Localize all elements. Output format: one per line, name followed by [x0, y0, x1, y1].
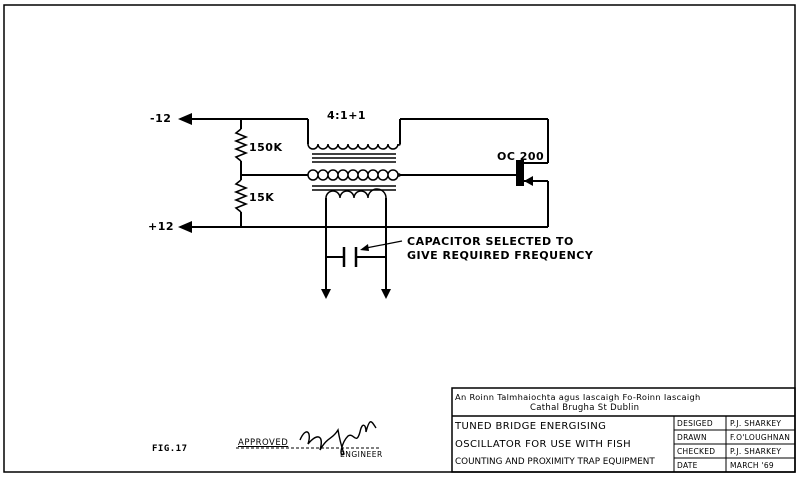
drawn-key: DRAWN: [677, 433, 707, 442]
output-arrow-right: [381, 289, 391, 299]
drawing-title-line3: COUNTING AND PROXIMITY TRAP EQUIPMENT: [455, 457, 655, 467]
transistor-oc200: [516, 160, 536, 186]
figure-number: FIG.17: [152, 444, 188, 454]
date-value: MARCH '69: [730, 461, 775, 470]
lower-winding: [325, 188, 387, 199]
approved-label: APPROVED: [238, 438, 289, 448]
circuit-wires: [192, 118, 549, 290]
organisation-line1: An Roinn Talmhaiochta agus Iascaigh Fo-R…: [455, 392, 701, 402]
capacitor-note-line1: CAPACITOR SELECTED TO: [407, 235, 574, 248]
pos-supply-label: +12: [148, 220, 175, 233]
middle-winding: [307, 169, 401, 176]
neg-supply-arrow: [178, 113, 192, 125]
resistor-150k: [233, 128, 249, 162]
transformer-ratio-label: 4:1+1: [327, 109, 367, 122]
pos-supply-arrow: [178, 221, 192, 233]
resistor-15k: [233, 179, 249, 213]
neg-supply-label: -12: [150, 112, 172, 125]
drawn-value: F.O'LOUGHNAN: [730, 433, 791, 442]
resistor-15k-label: 15K: [249, 191, 275, 204]
designed-key: DESIGED: [677, 419, 713, 428]
transistor-label: OC 200: [497, 150, 545, 163]
output-arrow-left: [321, 289, 331, 299]
checked-value: P.J. SHARKEY: [730, 447, 782, 456]
capacitor: [342, 247, 358, 267]
drawing-title-line2: OSCILLATOR FOR USE WITH FISH: [455, 439, 632, 450]
checked-key: CHECKED: [677, 447, 716, 456]
drawing-title-line1: TUNED BRIDGE ENERGISING: [455, 421, 607, 432]
designed-value: P.J. SHARKEY: [730, 419, 782, 428]
date-key: DATE: [677, 461, 698, 470]
engineer-signature: [299, 421, 377, 456]
resistor-150k-label: 150K: [249, 141, 283, 154]
title-block-frame: [451, 387, 796, 473]
capacitor-note-line2: GIVE REQUIRED FREQUENCY: [407, 249, 594, 262]
primary-winding: [307, 143, 401, 150]
organisation-line2: Cathal Brugha St Dublin: [530, 403, 640, 413]
sheet-border: [3, 4, 796, 473]
capacitor-pointer: [365, 240, 403, 249]
engineer-label: ENGINEER: [340, 450, 383, 459]
transformer: [307, 143, 401, 199]
